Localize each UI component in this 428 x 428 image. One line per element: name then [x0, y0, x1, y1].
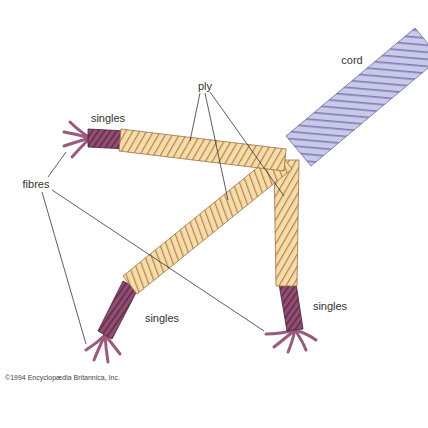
cord-rope: [286, 28, 428, 166]
part-label: cord: [341, 54, 362, 66]
part-label: ply: [198, 80, 212, 92]
leader-lines: [42, 92, 284, 344]
leader-line: [190, 93, 200, 141]
fibre-tufts: [64, 122, 316, 362]
part-label: singles: [313, 300, 347, 312]
fibre: [94, 335, 105, 360]
fibre: [288, 330, 295, 352]
leader-line: [52, 190, 264, 331]
singles-strand: [279, 283, 303, 331]
part-label: fibres: [23, 178, 50, 190]
fibre: [295, 330, 316, 340]
singles-strand: [98, 281, 138, 339]
leader-line: [48, 152, 66, 177]
leader-line: [42, 192, 86, 344]
ply-strand: [119, 129, 286, 171]
copyright-note: ©1994 Encyclopædia Britannica, Inc.: [5, 374, 120, 382]
ply-strand: [123, 151, 292, 294]
leader-line: [210, 92, 284, 196]
fibre: [64, 132, 90, 138]
singles-strands: [88, 129, 303, 339]
ply-strands: [119, 129, 299, 294]
leader-line: [205, 93, 228, 200]
part-label: singles: [91, 112, 125, 124]
part-label: singles: [145, 312, 179, 324]
fibre: [72, 138, 90, 157]
